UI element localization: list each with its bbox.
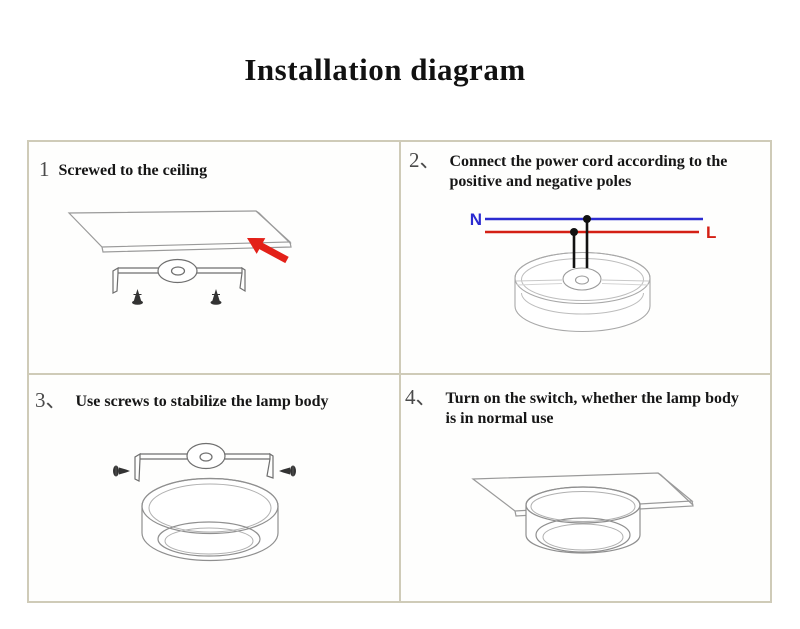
neutral-label: N [470, 210, 482, 229]
live-label: L [706, 223, 716, 242]
mounting-bracket-drawing [134, 442, 274, 482]
step-3-panel: 3、 Use screws to stabilize the lamp body [29, 375, 401, 601]
step-1-label: Screwed to the ceiling [58, 162, 208, 179]
step-4-number: 4、 [405, 385, 437, 409]
screw-icon [113, 465, 130, 477]
step-2-panel: 2、 Connect the power cord according to t… [401, 142, 770, 375]
lamp-lens [535, 517, 631, 553]
step-4-header: 4、 Turn on the switch, whether the lamp … [401, 375, 770, 429]
ceiling-panel-drawing [67, 210, 292, 253]
step-2-number: 2、 [409, 148, 441, 172]
step-1-number: 1 [39, 157, 50, 181]
step-3-header: 3、 Use screws to stabilize the lamp body [29, 375, 399, 412]
wire-junction-dot [583, 215, 591, 223]
lamp-body-drawing [525, 486, 641, 554]
step-1-diagram [67, 210, 292, 305]
lamp-body-drawing [141, 477, 279, 562]
lamp-body-drawing [514, 251, 651, 333]
installation-steps-grid: 1 Screwed to the ceiling [27, 140, 772, 603]
page-title: Installation diagram [244, 52, 526, 87]
step-4-diagram [471, 472, 694, 554]
power-cord-wires [485, 215, 703, 268]
red-arrow-icon [247, 238, 289, 264]
step-1-header: 1 Screwed to the ceiling [29, 142, 399, 181]
mounting-bracket-drawing [112, 258, 246, 294]
screw-icon [279, 465, 296, 477]
step-2-diagram: N L [470, 210, 716, 333]
page-title-wrap: Installation diagram [0, 52, 770, 88]
screw-icon [210, 289, 222, 305]
screw-icon [132, 289, 143, 305]
step-3-label: Use screws to stabilize the lamp body [75, 393, 329, 410]
lamp-lens [157, 521, 261, 557]
step-1-panel: 1 Screwed to the ceiling [29, 142, 401, 375]
step-3-diagram [113, 442, 296, 562]
wire-junction-dot [570, 228, 578, 236]
step-2-label: Connect the power cord according to the … [449, 153, 728, 190]
step-4-label: Turn on the switch, whether the lamp bod… [445, 390, 739, 427]
step-4-panel: 4、 Turn on the switch, whether the lamp … [401, 375, 770, 601]
step-3-number: 3、 [35, 388, 67, 412]
step-2-header: 2、 Connect the power cord according to t… [401, 142, 770, 192]
